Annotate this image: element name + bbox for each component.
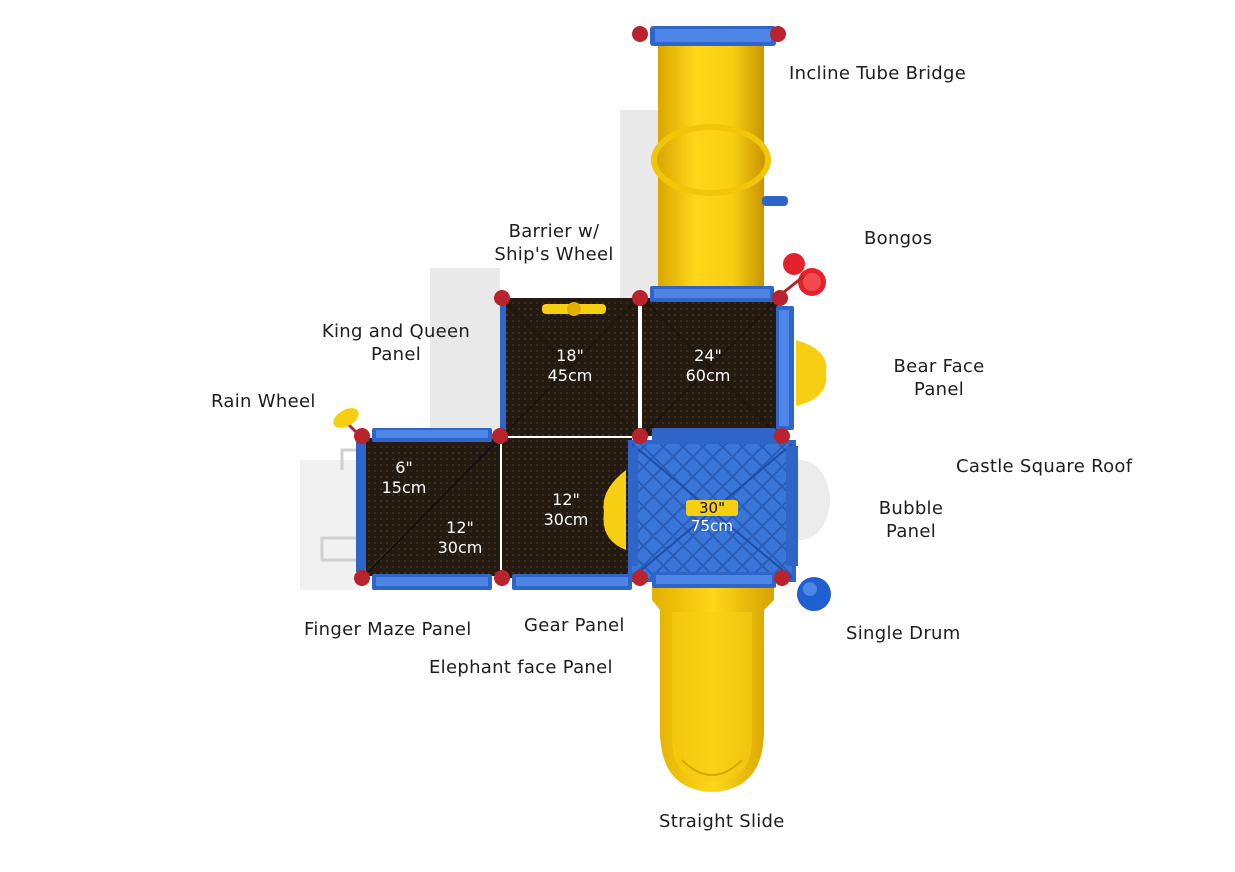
height-in: 6": [395, 458, 413, 477]
height-in: 30": [699, 499, 725, 517]
label-bubble-line2: Panel: [885, 521, 937, 542]
height-cm: 30cm: [543, 510, 589, 529]
decks: [362, 297, 779, 578]
label-king-queen-line1: King and Queen: [321, 321, 471, 342]
label-single-drum: Single Drum: [846, 623, 961, 644]
label-king-queen: King and Queen Panel: [308, 320, 484, 366]
label-castle-square-roof: Castle Square Roof: [956, 456, 1133, 477]
height-label-30: 30" 75cm: [684, 499, 740, 535]
label-bongos: Bongos: [864, 228, 933, 249]
label-bubble-panel: Bubble Panel: [864, 497, 958, 543]
height-in: 18": [556, 346, 584, 365]
height-label-12a: 12" 30cm: [430, 518, 490, 558]
label-finger-maze-panel: Finger Maze Panel: [304, 619, 472, 640]
label-barrier: Barrier w/ Ship's Wheel: [484, 220, 624, 266]
label-bubble-line1: Bubble: [878, 498, 944, 519]
height-label-12b: 12" 30cm: [536, 490, 596, 530]
yellow-panel-details: [603, 340, 827, 550]
single-drum: [797, 577, 831, 611]
height-label-24: 24" 60cm: [678, 346, 738, 386]
height-cm: 60cm: [685, 366, 731, 385]
label-barrier-line2: Ship's Wheel: [494, 244, 614, 265]
frame-panels: [356, 286, 798, 590]
label-elephant-face-panel: Elephant face Panel: [429, 657, 613, 678]
label-gear-panel: Gear Panel: [524, 615, 625, 636]
posts: [354, 26, 790, 586]
height-cm: 30cm: [437, 538, 483, 557]
label-rain-wheel: Rain Wheel: [211, 391, 316, 412]
incline-tube-bridge: [650, 26, 788, 288]
height-in: 12": [446, 518, 474, 537]
label-bear-face-line2: Panel: [913, 379, 965, 400]
height-in: 12": [552, 490, 580, 509]
label-bear-face: Bear Face Panel: [880, 355, 998, 401]
height-cm: 75cm: [691, 517, 733, 535]
bongos: [783, 253, 826, 296]
label-bear-face-line1: Bear Face: [893, 356, 985, 377]
label-straight-slide: Straight Slide: [659, 811, 785, 832]
castle-square-roof: [628, 440, 796, 582]
height-label-18: 18" 45cm: [540, 346, 600, 386]
label-incline-tube-bridge: Incline Tube Bridge: [789, 63, 967, 84]
height-label-6: 6" 15cm: [374, 458, 434, 498]
height-in: 24": [694, 346, 722, 365]
label-king-queen-line2: Panel: [370, 344, 422, 365]
height-cm: 45cm: [547, 366, 593, 385]
finger-maze-rails: [320, 448, 356, 562]
straight-slide: [652, 585, 774, 792]
label-barrier-line1: Barrier w/: [508, 221, 600, 242]
height-cm: 15cm: [381, 478, 427, 497]
ships-wheel: [542, 302, 606, 316]
